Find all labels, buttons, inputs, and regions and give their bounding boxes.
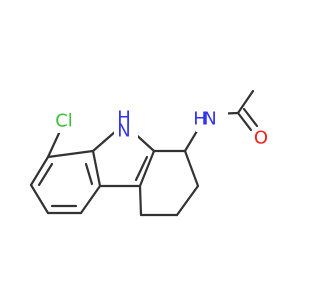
bond <box>46 149 95 159</box>
bond <box>46 129 62 159</box>
bond <box>138 149 156 188</box>
amide-nitrogen-label: N <box>203 109 216 130</box>
oxygen-label: O <box>254 128 268 149</box>
bond-double-inner <box>84 162 94 186</box>
indole-nitrogen-label: N <box>117 121 130 142</box>
bond <box>175 184 200 217</box>
structure-canvas: Cl H N H N O <box>29 89 270 217</box>
molecule-diagram: Cl H N H N O <box>29 89 270 217</box>
bond <box>138 184 143 217</box>
amide-hydrogen-label: H <box>193 109 207 130</box>
bond-carbonyl <box>236 111 253 132</box>
bond <box>91 149 102 188</box>
atom-cl: Cl <box>51 109 77 133</box>
bond-carbonyl <box>242 107 259 128</box>
indole-hydrogen-label: H <box>117 108 131 129</box>
bond-double-inner <box>37 162 54 187</box>
atom-n-amide: H N <box>193 106 228 132</box>
atom-o: O <box>252 127 270 149</box>
bond <box>79 184 102 215</box>
chlorine-label: Cl <box>55 111 73 132</box>
bond <box>236 89 255 115</box>
bond <box>91 129 118 153</box>
bond <box>29 155 50 187</box>
atom-nh: H N <box>114 108 138 142</box>
bond <box>183 149 200 188</box>
bond <box>29 183 50 215</box>
bond-double-inner <box>134 155 149 182</box>
